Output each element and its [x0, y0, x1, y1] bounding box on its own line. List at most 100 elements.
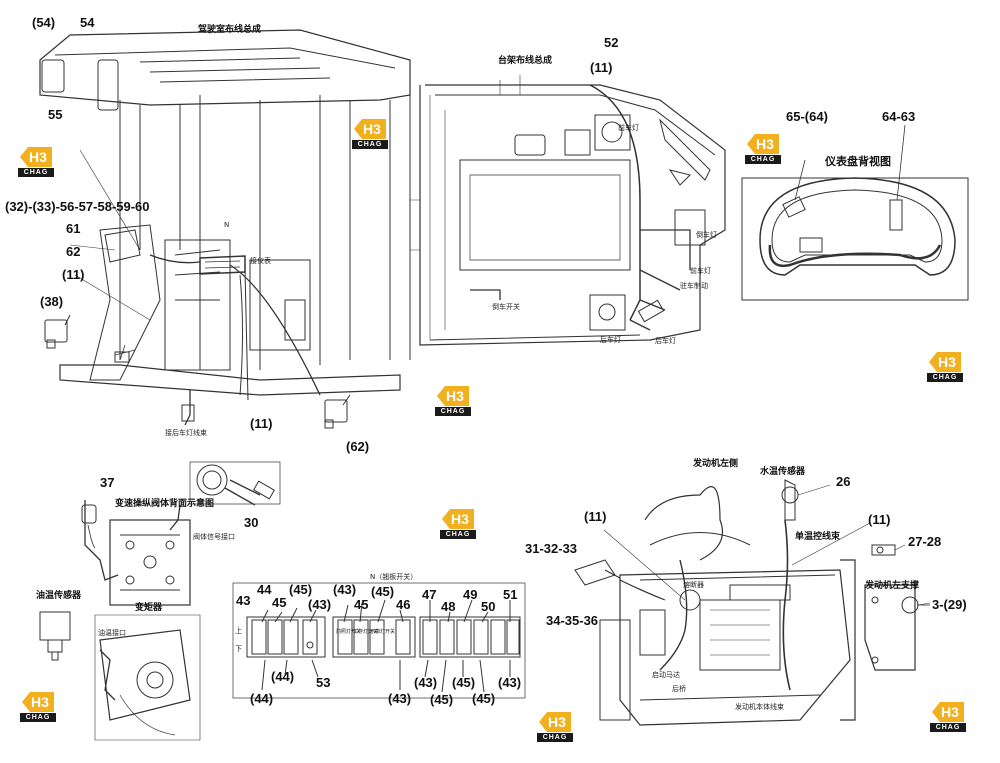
- caption-frame-note: 倒车开关: [492, 303, 520, 311]
- svg-text:H3: H3: [941, 704, 959, 720]
- callout: 43: [236, 593, 251, 608]
- callout: 46: [396, 597, 411, 612]
- caption-switch-label: 示廓灯开关: [370, 629, 396, 635]
- caption-engine-note: 熔断器: [683, 581, 704, 589]
- caption-switch-label: 前照灯开关: [336, 629, 362, 635]
- caption-frame-note: 后车灯: [655, 337, 676, 345]
- callout: (43): [498, 675, 522, 690]
- callout: 47: [422, 587, 437, 602]
- brand-logo-mark-icon: H3: [747, 134, 779, 154]
- callout: (43): [333, 582, 357, 597]
- callout: 53: [316, 675, 331, 690]
- callout: (32)-(33)-56-57-58-59-60: [5, 199, 150, 214]
- caption-gearbox-diagram: 变速操纵阀体背面示意图: [115, 499, 215, 509]
- caption-cab-note: 接后车灯线束: [165, 429, 207, 437]
- svg-text:H3: H3: [756, 136, 774, 152]
- caption-torque-converter: 变矩器: [135, 603, 163, 613]
- callout: (43): [388, 691, 412, 706]
- callout: (43): [414, 675, 438, 690]
- callout: (44): [250, 691, 274, 706]
- switch-panel-drawing: [232, 582, 526, 699]
- callout: 30: [244, 515, 259, 530]
- callout: 64-63: [882, 109, 916, 124]
- cab-drawing: [39, 29, 411, 429]
- callout: 62: [66, 244, 81, 259]
- callout: 65-(64): [786, 109, 828, 124]
- callout: 51: [503, 587, 518, 602]
- caption-frame-note: 驻车制动: [680, 282, 708, 290]
- caption-frame-note: 后车灯: [600, 336, 621, 344]
- caption-cab-note: 接仪表: [250, 257, 271, 265]
- svg-text:H3: H3: [548, 714, 566, 730]
- caption-engine-note: 发动机本体线束: [735, 703, 784, 711]
- callout: (11): [590, 60, 613, 75]
- caption-switch-down: 下: [235, 645, 242, 653]
- dash-back-view-drawing: [741, 124, 969, 301]
- callout: 34-35-36: [546, 613, 599, 628]
- callout: (44): [271, 669, 295, 684]
- caption-gearbox-port: 阀体信号接口: [193, 533, 235, 541]
- callout: (11): [250, 416, 273, 431]
- callout: 50: [481, 599, 496, 614]
- callout: 3-(29): [932, 597, 967, 612]
- caption-switch-label: 工作灯开关: [353, 629, 379, 635]
- caption-switch-group-n: N（翘板开关）: [370, 573, 418, 581]
- brand-logo-mark-icon: H3: [354, 119, 386, 139]
- callout: (11): [62, 267, 85, 282]
- callout: (45): [430, 692, 454, 707]
- engine-drawing: [574, 479, 931, 726]
- callout: 45: [354, 597, 369, 612]
- callout: (43): [308, 597, 332, 612]
- caption-frame-harness: 台架布线总成: [498, 56, 553, 66]
- svg-text:H3: H3: [31, 694, 49, 710]
- caption-oil-sensor: 油温传感器: [36, 591, 82, 601]
- svg-text:H3: H3: [451, 511, 469, 527]
- brand-logo-mark-icon: H3: [20, 147, 52, 167]
- brand-logo-mark-icon: H3: [929, 352, 961, 372]
- caption-water-temp-sensor: 水温传感器: [760, 467, 806, 477]
- caption-engine-left-bracket: 发动机左支撑: [865, 581, 920, 591]
- caption-cab-note: N: [224, 221, 230, 229]
- svg-text:H3: H3: [363, 121, 381, 137]
- callout: 49: [463, 587, 478, 602]
- callout: (11): [584, 509, 607, 524]
- caption-dash-back-view: 仪表盘背视图: [825, 155, 891, 168]
- callout: (38): [40, 294, 64, 309]
- caption-frame-note: 倒车灯: [696, 231, 717, 239]
- caption-cab-harness: 驾驶室布线总成: [198, 25, 262, 35]
- brand-logo-mark-icon: H3: [442, 509, 474, 529]
- brand-logo-mark-icon: H3: [539, 712, 571, 732]
- caption-engine-note: 后桥: [672, 685, 686, 693]
- callout: 48: [441, 599, 456, 614]
- callout: 52: [604, 35, 619, 50]
- caption-frame-note: 前车灯: [618, 124, 639, 132]
- caption-frame-note: 前车灯: [690, 267, 711, 275]
- caption-oil-temp-port: 油温接口: [98, 629, 126, 637]
- svg-text:H3: H3: [29, 149, 47, 165]
- svg-text:H3: H3: [938, 354, 956, 370]
- brand-logo-mark-icon: H3: [22, 692, 54, 712]
- brand-logo-mark-icon: H3: [437, 386, 469, 406]
- callout: (45): [452, 675, 476, 690]
- caption-engine-left: 发动机左侧: [693, 459, 739, 469]
- callout: 61: [66, 221, 81, 236]
- callout: 55: [48, 107, 63, 122]
- svg-text:H3: H3: [446, 388, 464, 404]
- frame-drawing: [409, 75, 726, 346]
- callout: 54: [80, 15, 95, 30]
- callout: (45): [371, 584, 395, 599]
- callout: (45): [289, 582, 313, 597]
- caption-engine-note: 启动马达: [652, 671, 680, 679]
- callout: 31-32-33: [525, 541, 578, 556]
- callout: (45): [472, 691, 496, 706]
- caption-single-temp-harness: 单温控线束: [795, 532, 841, 542]
